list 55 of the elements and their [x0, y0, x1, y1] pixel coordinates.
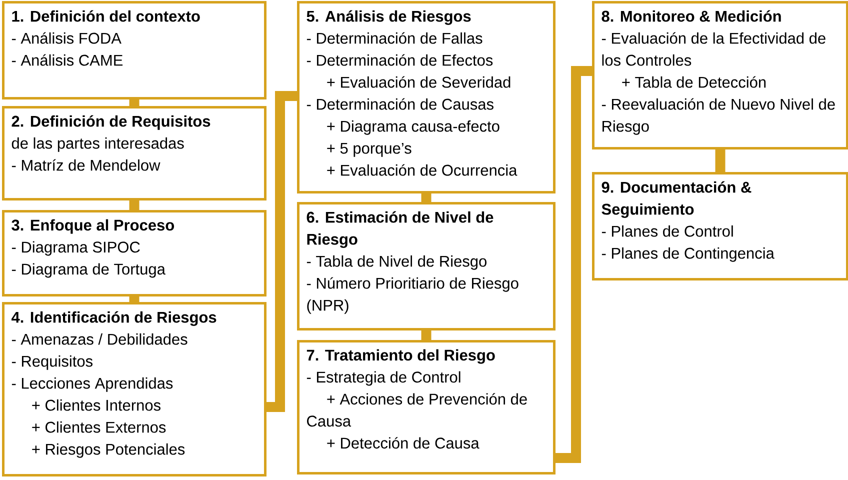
- list-item: - Tabla de Nivel de Riesgo: [306, 255, 486, 270]
- list-item: - Evaluación de la Efectividad de los Controles: [602, 32, 826, 66]
- step-heading: 7. Tratamiento del Riesgo: [306, 349, 495, 364]
- list-item: - Diagrama SIPOC: [12, 241, 140, 256]
- step-box: [2, 302, 266, 476]
- list-item: - Lecciones Aprendidas: [12, 377, 173, 392]
- list-item: - Estrategia de Control: [306, 371, 460, 386]
- list-item: - Diagrama de Tortuga: [12, 263, 166, 278]
- list-item: - Amenazas / Debilidades: [12, 333, 188, 345]
- step-heading: 8. Monitoreo & Medición: [602, 10, 781, 22]
- step-box: [297, 340, 556, 474]
- connector: [421, 194, 432, 202]
- list-item: - Número Prioritiario de Riesgo (NPR): [306, 277, 518, 314]
- list-item: - Matríz de Mendelow: [12, 159, 160, 171]
- step-heading: 6. Estimación de Nivel de Riesgo: [306, 211, 494, 248]
- list-item: - Análisis FODA: [12, 32, 122, 44]
- step-box: [592, 172, 848, 280]
- step-heading: 1. Definición del contexto: [12, 10, 200, 22]
- step-heading: 3. Enfoque al Proceso: [12, 219, 174, 234]
- step-heading: 5. Análisis de Riesgos: [306, 10, 471, 25]
- step-box: [297, 1, 556, 194]
- list-item: + Tabla de Detección: [622, 76, 766, 88]
- list-item: + Clientes Externos: [32, 421, 166, 433]
- connector: [129, 200, 140, 210]
- list-item: - Planes de Control: [602, 225, 733, 237]
- list-item: - Requisitos: [12, 355, 92, 370]
- step-heading: 4. Identificación de Riesgos: [12, 311, 216, 326]
- step-box: [592, 1, 848, 150]
- list-item: - Planes de Contingencia: [602, 247, 774, 262]
- list-item: - Determinación de Causas: [306, 98, 494, 110]
- connector: [266, 91, 297, 412]
- list-item: + Diagrama causa-efecto: [327, 120, 500, 135]
- list-item: - Determinación de Efectos: [306, 54, 493, 66]
- list-item: - Análisis CAME: [12, 54, 123, 66]
- connector: [129, 100, 140, 106]
- step-box: [297, 202, 556, 330]
- step-box: [2, 1, 266, 100]
- list-item: + Clientes Internos: [32, 399, 160, 411]
- connector: [715, 150, 726, 172]
- connector: [556, 66, 592, 463]
- list-item: + 5 porque’s: [327, 142, 412, 157]
- list-item: - Determinación de Fallas: [306, 32, 482, 44]
- step-heading: 2. Definición de Requisitos: [12, 115, 210, 130]
- list-item: + Acciones de Prevención de Causa: [307, 393, 527, 427]
- list-item: + Detección de Causa: [327, 437, 480, 449]
- list-item: + Evaluación de Ocurrencia: [327, 164, 518, 176]
- list-item: + Evaluación de Severidad: [327, 76, 510, 88]
- step-box: [2, 210, 266, 296]
- list-item: de las partes interesadas: [12, 137, 184, 152]
- step-box: [2, 106, 266, 200]
- step-heading: 9. Documentación & Seguimiento: [602, 181, 752, 218]
- list-item: + Riesgos Potenciales: [32, 443, 185, 458]
- connector: [129, 296, 140, 302]
- connector: [421, 330, 432, 340]
- list-item: - Reevaluación de Nuevo Nivel de Riesgo: [602, 98, 835, 135]
